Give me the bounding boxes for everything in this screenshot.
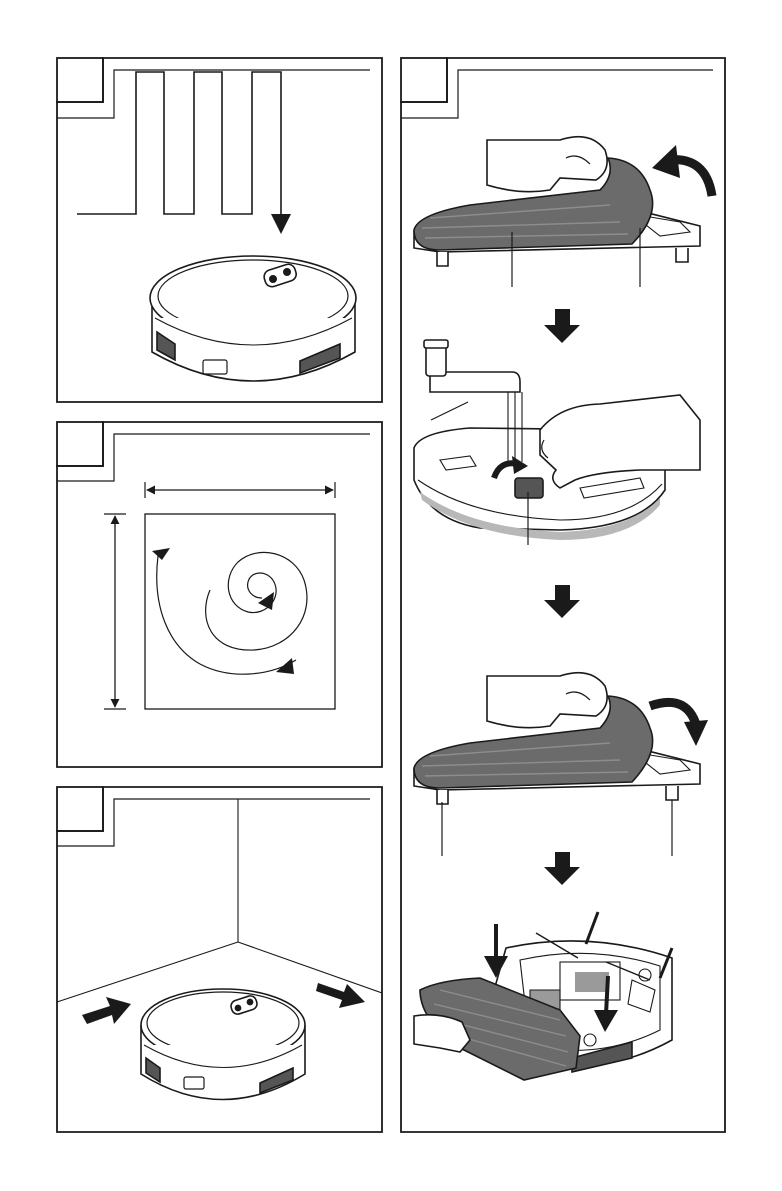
panel-number-box: [57, 787, 103, 831]
zigzag-path: [77, 72, 281, 215]
panel-frame-inner: [57, 799, 370, 846]
panel-mop-install: [401, 58, 725, 1132]
spiral-start-arrow-icon: [152, 548, 170, 560]
step-fill-water: [414, 340, 700, 545]
callout-line: [431, 402, 468, 420]
panel-zigzag: [57, 58, 382, 402]
step-remove-mop: [414, 137, 712, 287]
callout-line: [586, 912, 598, 944]
panel-frame-inner: [57, 434, 370, 481]
spiral-center-arrow-icon: [258, 592, 274, 610]
panel-frame-inner: [57, 70, 370, 118]
panel-number-box: [57, 58, 103, 102]
hand: [487, 673, 607, 728]
down-arrow-icon: [606, 976, 608, 1014]
panel-spiral: [57, 422, 382, 767]
down-arrow-icon: [544, 585, 580, 618]
spiral-path: [157, 552, 307, 674]
down-arrow-icon: [544, 852, 580, 885]
hand: [487, 137, 607, 192]
arrow-out-icon: [316, 983, 365, 1008]
robot-vacuum: [150, 256, 356, 381]
step-mount-to-robot: [414, 912, 672, 1080]
spiral-mid-arrow-icon: [276, 658, 294, 674]
cleaning-area: [145, 514, 335, 709]
arrow-in-icon: [82, 997, 131, 1024]
water-inlet: [515, 478, 543, 498]
robot-vacuum: [141, 989, 305, 1100]
step-attach-mop: [414, 673, 708, 856]
panel-frame: [57, 422, 382, 767]
panel-number-box: [401, 58, 447, 102]
down-arrow-icon: [271, 214, 291, 234]
panel-edge: [57, 787, 382, 1132]
panel-number-box: [57, 422, 103, 466]
down-arrow-icon: [544, 309, 580, 343]
